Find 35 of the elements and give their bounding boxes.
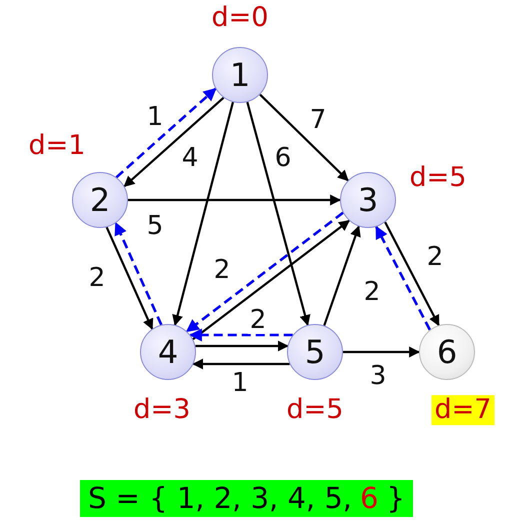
node-number: 6	[436, 333, 458, 371]
arrow	[192, 358, 290, 370]
dashed-arrow	[186, 212, 344, 332]
arrow	[172, 102, 234, 326]
arrow	[195, 340, 289, 352]
arrow	[246, 102, 310, 326]
set-text: }	[386, 482, 405, 516]
arrow	[323, 225, 361, 326]
arrow	[192, 220, 350, 340]
distance-label: d=1	[28, 131, 86, 161]
arrow	[259, 94, 349, 182]
graph-node	[72, 172, 128, 228]
set-text: 6	[360, 482, 378, 516]
node-number: 1	[230, 56, 250, 94]
node-number: 5	[304, 333, 326, 371]
distance-label: d=5	[410, 163, 466, 193]
arrow	[384, 222, 440, 326]
dashed-arrow	[375, 226, 432, 330]
arrow	[106, 226, 154, 330]
dashed-arrow	[116, 88, 217, 178]
distance-label: d=3	[134, 395, 190, 425]
graph-node	[340, 172, 396, 228]
arrow	[343, 346, 420, 358]
dashed-arrow	[188, 328, 293, 342]
graph-node	[212, 47, 268, 103]
distance-label: d=0	[212, 3, 268, 33]
set-text: S = { 1, 2, 3, 4, 5,	[88, 482, 352, 516]
node-number: 4	[158, 333, 178, 371]
arrow	[124, 96, 224, 188]
distance-label: d=7	[432, 395, 494, 425]
distance-label: d=5	[286, 395, 344, 425]
node-number: 2	[90, 181, 110, 219]
dashed-arrow	[114, 222, 162, 326]
arrow	[128, 194, 342, 206]
node-number: 3	[358, 181, 378, 219]
